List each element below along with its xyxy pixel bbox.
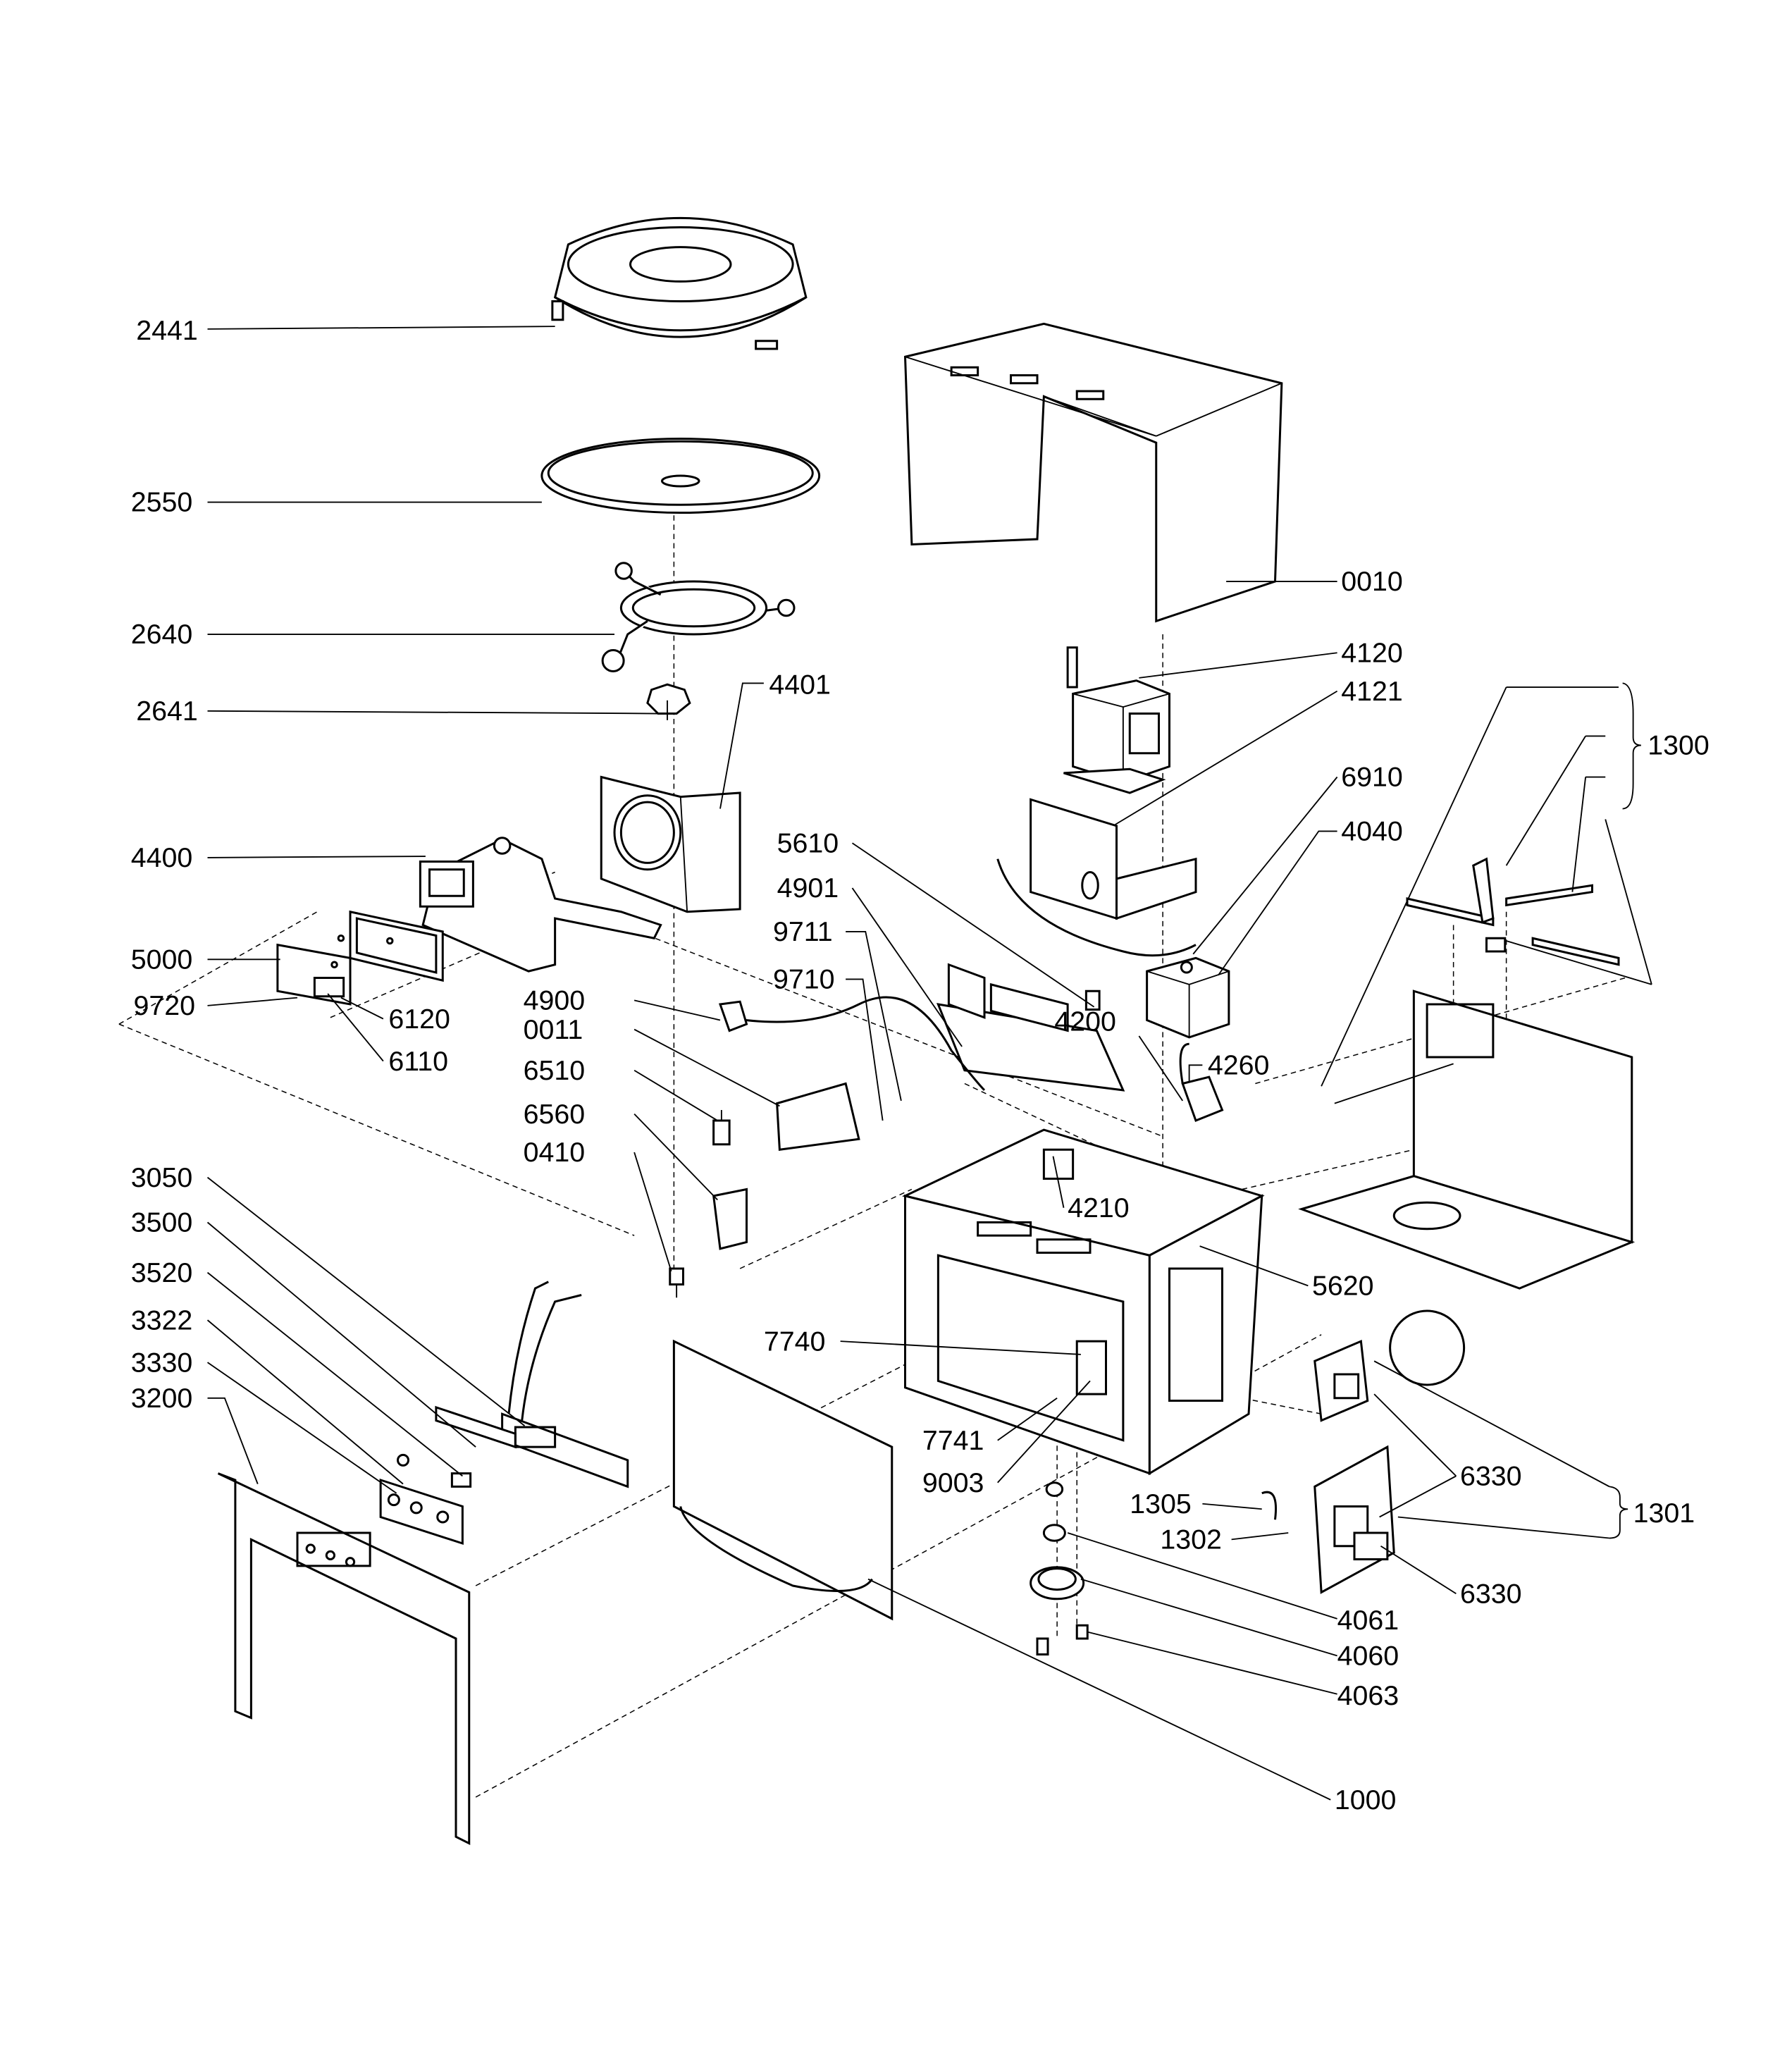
label-4900: 4900 xyxy=(524,985,586,1016)
label-3500: 3500 xyxy=(131,1207,193,1238)
part-waveguide-channel xyxy=(936,963,1125,1092)
label-2640: 2640 xyxy=(131,619,193,650)
leader-lines xyxy=(206,326,1652,1801)
label-3050: 3050 xyxy=(131,1162,193,1193)
label-4210: 4210 xyxy=(1068,1192,1130,1223)
part-outer-casing xyxy=(903,322,1283,623)
label-7740: 7740 xyxy=(764,1326,826,1357)
label-6560: 6560 xyxy=(524,1099,586,1130)
label-5620: 5620 xyxy=(1312,1271,1374,1302)
part-keypad xyxy=(379,1453,472,1546)
label-1301: 1301 xyxy=(1633,1498,1695,1529)
part-rails xyxy=(1406,857,1620,966)
part-control-panel xyxy=(276,910,444,1006)
label-4401: 4401 xyxy=(769,669,831,700)
part-magnetron xyxy=(1146,956,1230,1039)
part-coupler xyxy=(646,683,691,720)
label-1300: 1300 xyxy=(1648,730,1710,761)
label-7741: 7741 xyxy=(922,1425,984,1456)
label-3330: 3330 xyxy=(131,1347,193,1378)
part-front-frame xyxy=(217,1472,471,1846)
label-6120: 6120 xyxy=(388,1004,450,1035)
part-turntable-cover xyxy=(551,216,808,350)
part-shield-plate xyxy=(776,1082,860,1151)
label-9710: 9710 xyxy=(773,964,835,995)
label-4260: 4260 xyxy=(1208,1049,1270,1080)
part-wire-1305 xyxy=(1261,1491,1277,1520)
label-6330-upper: 6330 xyxy=(1460,1461,1522,1492)
part-oven-cavity xyxy=(902,1128,1265,1476)
part-labels: 2441 2550 2640 2641 4401 4400 5000 9720 … xyxy=(131,315,1710,1815)
label-9003: 9003 xyxy=(922,1467,984,1498)
part-transformer xyxy=(1063,646,1170,794)
label-5610: 5610 xyxy=(777,827,839,858)
part-turntable-motor xyxy=(1030,1481,1089,1655)
label-3200: 3200 xyxy=(131,1383,193,1414)
label-3322: 3322 xyxy=(131,1305,193,1336)
label-2441: 2441 xyxy=(136,315,198,346)
label-4120: 4120 xyxy=(1341,637,1403,668)
part-power-cord xyxy=(718,996,986,1091)
label-9720: 9720 xyxy=(134,990,196,1021)
part-transformer-bracket xyxy=(996,798,1197,957)
label-4121: 4121 xyxy=(1341,676,1403,707)
part-screw-0410 xyxy=(669,1267,685,1298)
label-4063: 4063 xyxy=(1337,1680,1399,1711)
label-6510: 6510 xyxy=(524,1055,586,1086)
label-2641: 2641 xyxy=(136,696,198,727)
part-cavity-right xyxy=(1298,989,1636,1290)
label-4040: 4040 xyxy=(1341,816,1403,847)
part-roller-ring xyxy=(601,562,796,672)
part-lamp-holder xyxy=(712,1188,748,1250)
label-2550: 2550 xyxy=(131,487,193,518)
label-9711: 9711 xyxy=(773,916,833,947)
part-glass-tray xyxy=(540,438,821,514)
part-gasket-ring xyxy=(1389,1309,1466,1386)
label-3520: 3520 xyxy=(131,1257,193,1288)
label-4061: 4061 xyxy=(1337,1605,1399,1636)
part-door xyxy=(672,1339,894,1621)
label-6110: 6110 xyxy=(388,1046,448,1077)
label-6910: 6910 xyxy=(1341,762,1403,793)
label-4060: 4060 xyxy=(1337,1641,1399,1672)
part-fan-bracket xyxy=(600,775,741,913)
label-1000: 1000 xyxy=(1335,1784,1397,1815)
label-1305: 1305 xyxy=(1130,1488,1192,1519)
label-6330-lower: 6330 xyxy=(1460,1578,1522,1609)
part-lamp xyxy=(712,1110,731,1146)
label-1302: 1302 xyxy=(1160,1524,1222,1555)
label-5000: 5000 xyxy=(131,944,193,975)
label-4200: 4200 xyxy=(1054,1006,1116,1037)
part-fan-motor xyxy=(419,837,662,973)
part-capacitor xyxy=(1179,1042,1224,1122)
part-display-board xyxy=(435,1281,629,1488)
label-4400: 4400 xyxy=(131,842,193,873)
label-0410: 0410 xyxy=(524,1137,586,1168)
label-0011: 0011 xyxy=(524,1014,583,1045)
part-interlock-switches xyxy=(1313,1339,1395,1594)
label-0010: 0010 xyxy=(1341,566,1403,597)
label-4901: 4901 xyxy=(777,872,839,904)
